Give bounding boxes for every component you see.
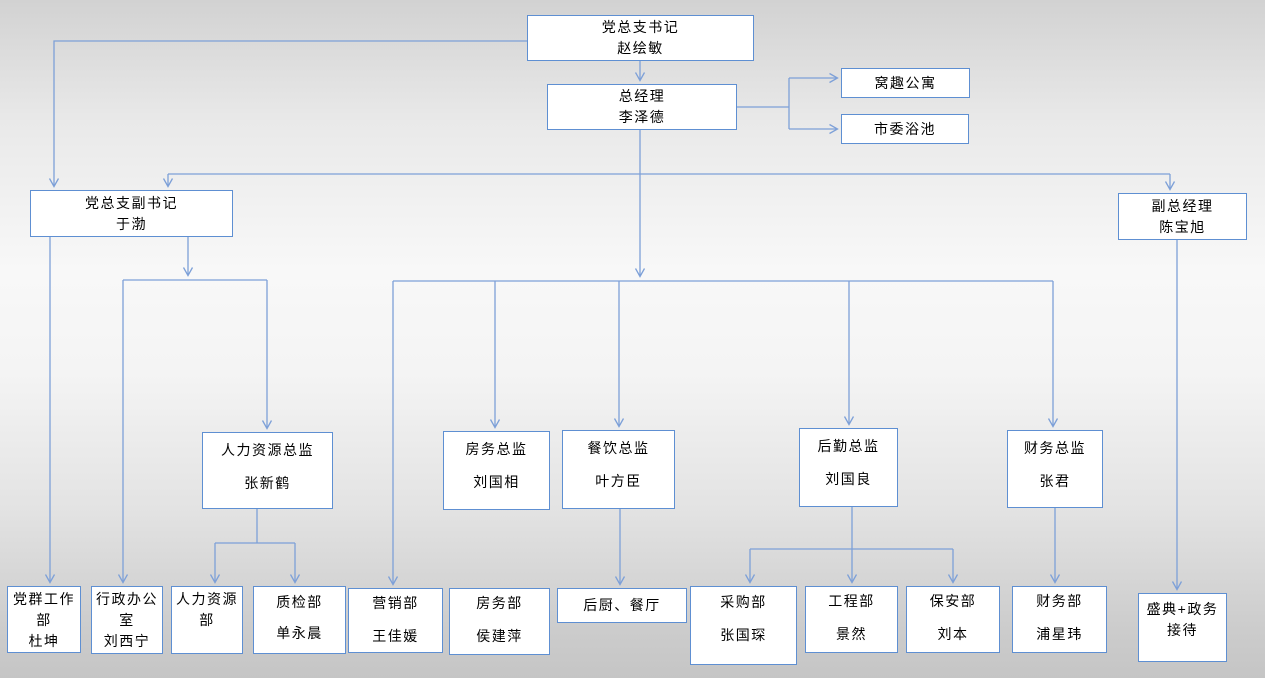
node-title: 党总支副书记 (85, 194, 178, 211)
org-node-party-mass-dept[interactable]: 党群工作部 杜坤 (7, 586, 81, 653)
node-name: 单永晨 (276, 625, 323, 641)
node-title: 质检部 (276, 594, 323, 610)
node-title: 保安部 (929, 593, 977, 609)
org-node-deputy-secretary[interactable]: 党总支副书记 于渤 (30, 190, 233, 237)
node-title: 党总支书记 (601, 19, 680, 35)
org-node-woqu[interactable]: 窝趣公寓 (841, 68, 970, 98)
org-node-gm[interactable]: 总经理 李泽德 (547, 84, 737, 130)
org-node-fnb-director[interactable]: 餐饮总监 叶方臣 (562, 430, 675, 509)
node-title: 窝趣公寓 (874, 74, 937, 91)
node-title: 营销部 (372, 595, 419, 611)
org-node-security-dept[interactable]: 保安部 刘本 (906, 586, 1000, 653)
node-name: 杜坤 (28, 633, 60, 649)
node-name: 于渤 (116, 215, 147, 232)
node-name: 刘国良 (825, 471, 872, 487)
org-node-finance-dept[interactable]: 财务部 浦星玮 (1012, 586, 1107, 653)
node-name: 侯建萍 (476, 628, 523, 644)
node-name: 张新鹤 (244, 475, 291, 491)
node-title: 人力资源部 (176, 591, 238, 628)
org-node-shiwei[interactable]: 市委浴池 (841, 114, 969, 144)
node-title: 市委浴池 (874, 120, 936, 137)
node-name: 景然 (836, 626, 867, 642)
org-node-qc-dept[interactable]: 质检部 单永晨 (253, 586, 346, 654)
org-node-marketing-dept[interactable]: 营销部 王佳媛 (348, 588, 443, 653)
node-name: 陈宝旭 (1159, 218, 1206, 235)
node-name: 赵绘敏 (617, 40, 664, 56)
node-title: 财务总监 (1024, 440, 1086, 456)
node-title: 房务总监 (465, 441, 528, 457)
node-title: 盛典+政务接待 (1146, 601, 1219, 638)
org-node-logistics-director[interactable]: 后勤总监 刘国良 (799, 428, 898, 507)
org-node-housekeeping-director[interactable]: 房务总监 刘国相 (443, 431, 550, 510)
org-node-deputy-gm[interactable]: 副总经理 陈宝旭 (1118, 193, 1247, 240)
org-node-hr-dept[interactable]: 人力资源部 (171, 586, 243, 654)
node-name: 张君 (1039, 473, 1071, 489)
node-title: 后勤总监 (817, 438, 880, 454)
node-title: 行政办公室 (96, 591, 158, 628)
node-name: 张国琛 (720, 627, 767, 643)
org-node-hr-director[interactable]: 人力资源总监 张新鹤 (202, 432, 333, 509)
org-node-kitchen-dining[interactable]: 后厨、餐厅 (557, 588, 687, 623)
node-title: 财务部 (1036, 593, 1083, 609)
node-name: 刘本 (937, 626, 969, 642)
org-node-purchasing-dept[interactable]: 采购部 张国琛 (690, 586, 797, 665)
org-node-finance-director[interactable]: 财务总监 张君 (1007, 430, 1103, 508)
org-node-reception[interactable]: 盛典+政务接待 (1138, 593, 1227, 662)
org-node-secretary[interactable]: 党总支书记 赵绘敏 (527, 15, 754, 61)
node-title: 工程部 (828, 593, 875, 609)
node-title: 副总经理 (1151, 197, 1214, 214)
node-title: 总经理 (618, 88, 666, 104)
node-title: 后厨、餐厅 (583, 597, 661, 613)
node-title: 餐饮总监 (587, 440, 650, 456)
node-name: 浦星玮 (1036, 626, 1083, 642)
node-title: 党群工作部 (13, 591, 75, 628)
node-name: 叶方臣 (595, 473, 642, 489)
node-name: 李泽德 (618, 109, 666, 125)
org-node-admin-office[interactable]: 行政办公室 刘西宁 (91, 586, 163, 654)
node-name: 刘国相 (473, 474, 520, 490)
node-title: 采购部 (720, 594, 767, 610)
node-title: 房务部 (476, 595, 523, 611)
node-title: 人力资源总监 (221, 442, 314, 458)
org-node-engineering-dept[interactable]: 工程部 景然 (805, 586, 898, 653)
node-name: 王佳媛 (372, 628, 419, 644)
org-node-housekeeping-dept[interactable]: 房务部 侯建萍 (449, 588, 550, 655)
node-name: 刘西宁 (103, 633, 151, 649)
